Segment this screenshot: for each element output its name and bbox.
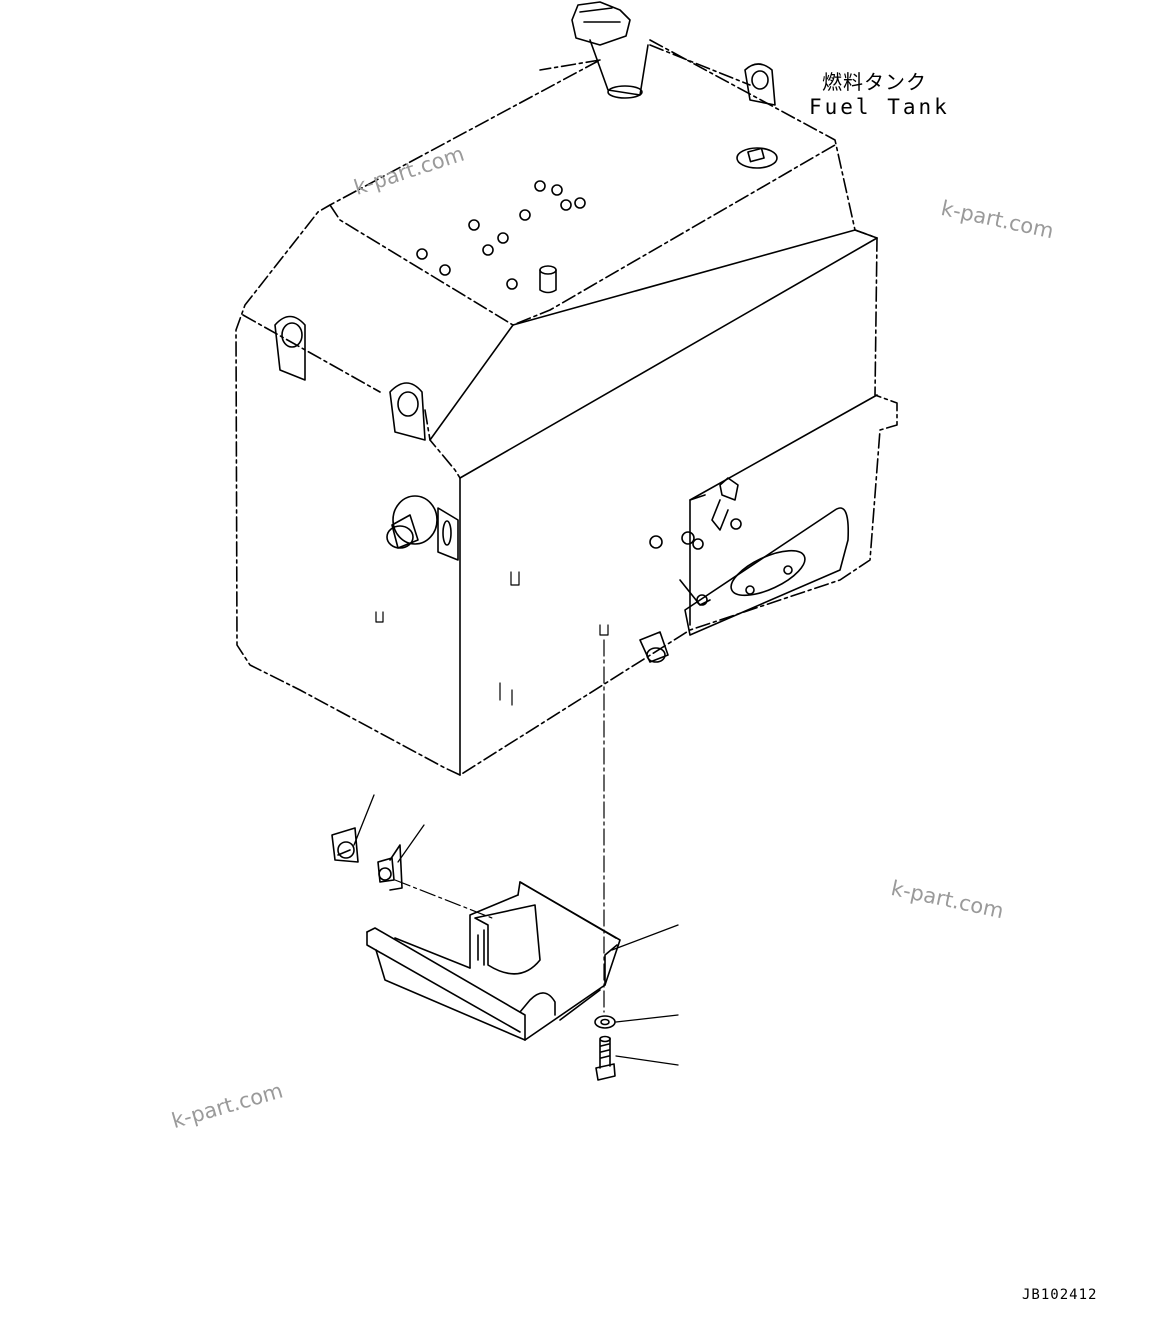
drawing-code: JB102412 [1022,1287,1098,1303]
filler-neck [571,1,649,99]
washer [594,1015,616,1029]
drain-marks [375,571,609,706]
fuel-tank-outline [235,39,898,776]
tank-label-japanese: 燃料タンク [822,70,927,94]
top-plug [736,147,778,169]
side-port [386,495,459,561]
top-bosses [416,180,586,294]
leader-lines [353,794,679,1066]
tank-label-english: Fuel Tank [809,95,950,119]
lifting-eyes [274,63,776,441]
side-cover [679,507,850,636]
level-switch [639,477,742,663]
bolt [595,1035,616,1081]
clamp-part [377,844,403,891]
fuel-tank-edges [429,229,878,776]
clip-part [331,827,359,863]
assembly-leader [394,639,605,1013]
tank-tray [366,881,621,1041]
